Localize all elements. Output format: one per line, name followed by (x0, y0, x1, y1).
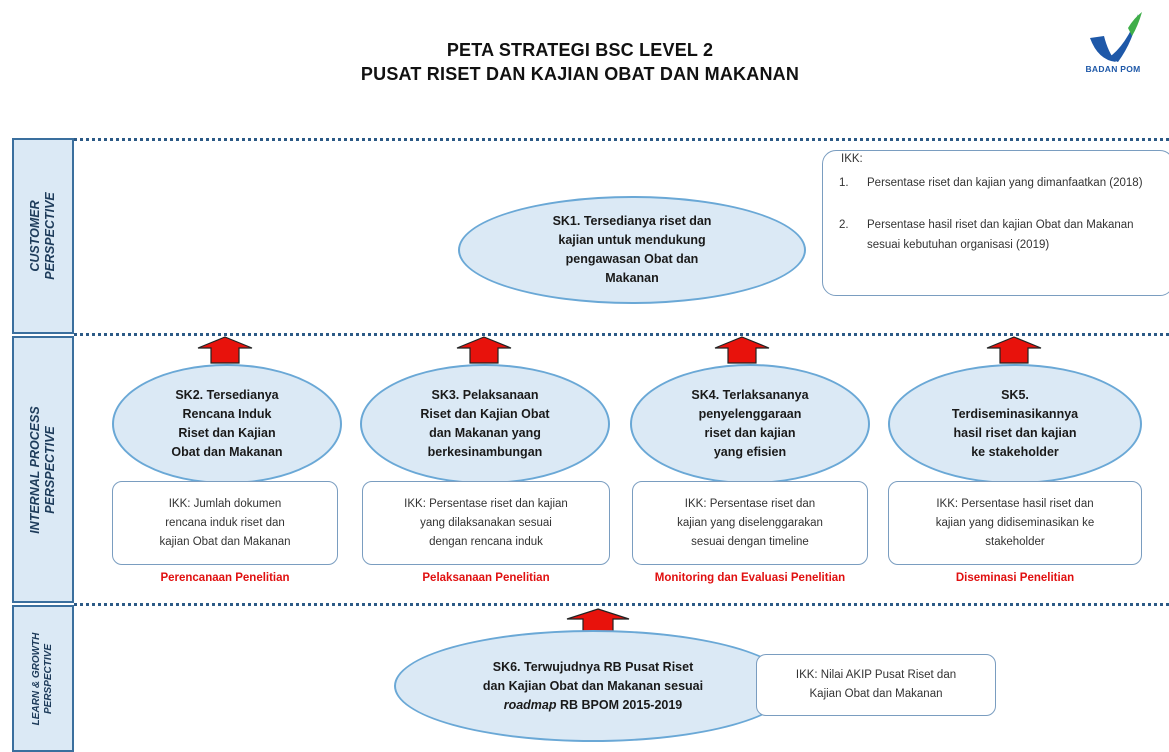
objective-sk6-line-3: roadmap RB BPOM 2015-2019 (483, 696, 703, 715)
objective-sk5: SK5. Terdiseminasikannya hasil riset dan… (888, 364, 1142, 484)
objective-sk3-text: SK3. Pelaksanaan Riset dan Kajian Obat d… (420, 388, 550, 459)
title-line-2: PUSAT RISET DAN KAJIAN OBAT DAN MAKANAN (360, 64, 800, 84)
ikk-sk6-text: IKK: Nilai AKIP Pusat Riset dan Kajian O… (795, 669, 957, 700)
objective-sk6-roadmap: roadmap (503, 697, 557, 712)
ikk-customer-box: IKK: 1. Persentase riset dan kajian yang… (822, 150, 1169, 296)
divider-bottom (74, 603, 1169, 606)
ikk-sk4-box: IKK: Persentase riset dan kajian yang di… (632, 481, 868, 565)
objective-sk6-line-3-rest: RB BPOM 2015-2019 (556, 697, 683, 712)
process-label-sk5: Diseminasi Penelitian (955, 572, 1075, 584)
title-line-1: PETA STRATEGI BSC LEVEL 2 (446, 40, 714, 60)
ikk-customer-item-text: Persentase hasil riset dan kajian Obat d… (867, 219, 1134, 251)
ikk-sk5-text: IKK: Persentase hasil riset dan kajian y… (935, 497, 1095, 548)
ikk-customer-item-number: 1. (839, 177, 849, 189)
up-arrow-icon (986, 336, 1042, 364)
ikk-customer-item-text: Persentase riset dan kajian yang dimanfa… (867, 177, 1143, 189)
ikk-customer-head: IKK: (841, 153, 863, 165)
objective-sk2: SK2. Tersedianya Rencana Induk Riset dan… (112, 364, 342, 484)
objective-sk4: SK4. Terlaksananya penyelenggaraan riset… (630, 364, 870, 484)
ikk-customer-item-number: 2. (839, 219, 849, 231)
objective-sk6-line-1: SK6. Terwujudnya RB Pusat Riset (492, 659, 694, 674)
ikk-sk5-box: IKK: Persentase hasil riset dan kajian y… (888, 481, 1142, 565)
page-title: PETA STRATEGI BSC LEVEL 2 PUSAT RISET DA… (300, 38, 860, 86)
ikk-customer-item: 2. Persentase hasil riset dan kajian Oba… (839, 215, 1165, 255)
up-arrow-icon (714, 336, 770, 364)
customer-perspective-label: CUSTOMER PERSPECTIVE (12, 138, 74, 334)
objective-sk6-text: SK6. Terwujudnya RB Pusat Riset dan Kaji… (483, 658, 703, 715)
objective-sk5-text: SK5. Terdiseminasikannya hasil riset dan… (951, 388, 1079, 459)
badan-pom-logo-icon (1090, 12, 1142, 62)
objective-sk1-text: SK1. Tersedianya riset dan kajian untuk … (552, 214, 712, 285)
objective-sk6-line-2: dan Kajian Obat dan Makanan sesuai (482, 678, 704, 693)
objective-sk1: SK1. Tersedianya riset dan kajian untuk … (458, 196, 806, 304)
objective-sk3: SK3. Pelaksanaan Riset dan Kajian Obat d… (360, 364, 610, 484)
divider-top (74, 138, 1169, 141)
objective-sk4-text: SK4. Terlaksananya penyelenggaraan riset… (691, 388, 809, 459)
internal-perspective-text: INTERNAL PROCESS PERSPECTIVE (28, 405, 57, 534)
ikk-sk6-box: IKK: Nilai AKIP Pusat Riset dan Kajian O… (756, 654, 996, 716)
process-label-sk4: Monitoring dan Evaluasi Penelitian (654, 572, 846, 584)
up-arrow-icon (456, 336, 512, 364)
divider-middle (74, 333, 1169, 336)
ikk-sk3-text: IKK: Persentase riset dan kajian yang di… (404, 497, 568, 548)
ikk-customer-item: 1. Persentase riset dan kajian yang dima… (839, 173, 1165, 193)
ikk-sk4-text: IKK: Persentase riset dan kajian yang di… (677, 497, 823, 548)
process-label-sk3: Pelaksanaan Penelitian (422, 572, 550, 584)
learn-growth-perspective-label: LEARN & GROWTH PERSPECTIVE (12, 605, 74, 752)
objective-sk6: SK6. Terwujudnya RB Pusat Riset dan Kaji… (394, 630, 792, 742)
learn-perspective-text: LEARN & GROWTH PERSPECTIVE (31, 632, 54, 725)
internal-process-perspective-label: INTERNAL PROCESS PERSPECTIVE (12, 336, 74, 603)
ikk-sk3-box: IKK: Persentase riset dan kajian yang di… (362, 481, 610, 565)
logo-text: BADAN POM (1085, 64, 1141, 74)
process-label-sk2: Perencanaan Penelitian (160, 572, 290, 584)
objective-sk2-text: SK2. Tersedianya Rencana Induk Riset dan… (171, 388, 283, 459)
ikk-sk2-text: IKK: Jumlah dokumen rencana induk riset … (159, 497, 291, 548)
up-arrow-icon (197, 336, 253, 364)
ikk-sk2-box: IKK: Jumlah dokumen rencana induk riset … (112, 481, 338, 565)
customer-perspective-text: CUSTOMER PERSPECTIVE (28, 192, 57, 280)
